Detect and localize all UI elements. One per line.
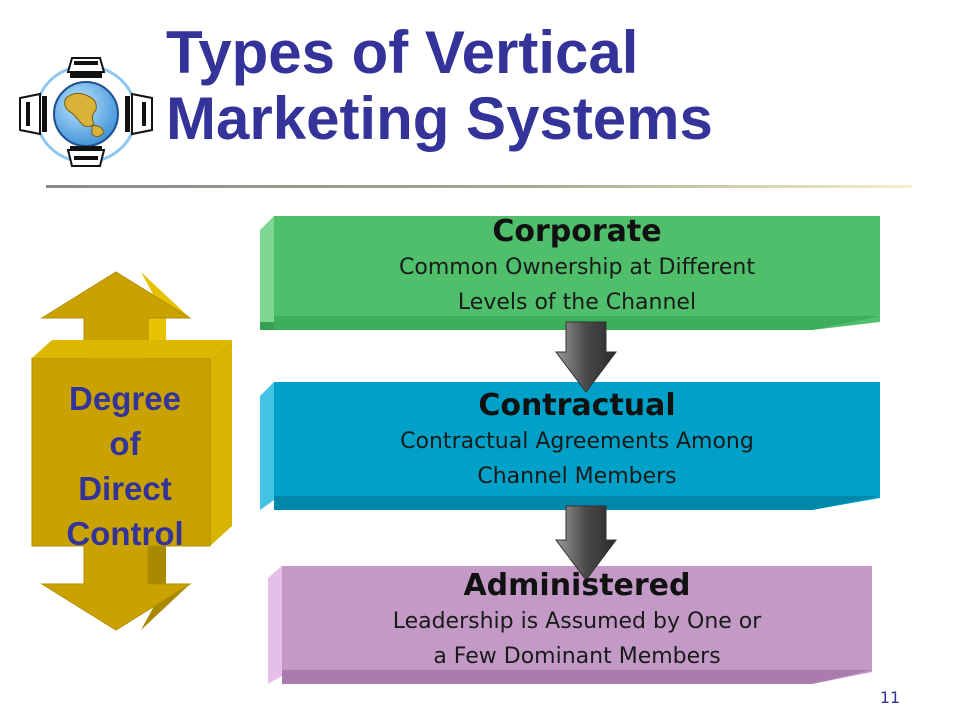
administered-text: Administered Leadership is Assumed by On… — [282, 568, 872, 674]
administered-line-2: a Few Dominant Members — [433, 644, 721, 669]
contractual-box — [260, 382, 880, 510]
direct-control-arrow — [31, 271, 232, 631]
contractual-line-2: Channel Members — [477, 464, 677, 489]
computer-icon — [125, 92, 153, 136]
slide-title: Types of Vertical Marketing Systems — [166, 20, 906, 152]
down-arrow-icon — [555, 321, 617, 393]
corporate-box — [260, 216, 880, 330]
contractual-heading: Contractual — [478, 388, 676, 423]
title-line-2: Marketing Systems — [166, 85, 713, 152]
down-arrow-icon — [555, 505, 617, 581]
corporate-line-1: Common Ownership at Different — [399, 255, 755, 280]
direct-control-line-2: of — [109, 425, 141, 462]
title-line-1: Types of Vertical — [166, 19, 639, 86]
direct-control-label: Degree of Direct Control — [42, 376, 208, 556]
direct-control-line-4: Control — [66, 515, 184, 552]
direct-control-line-1: Degree — [69, 380, 181, 417]
direct-control-line-3: Direct — [78, 470, 172, 507]
corporate-line-2: Levels of the Channel — [457, 290, 697, 315]
corporate-text: Corporate Common Ownership at Different … — [274, 214, 880, 320]
corporate-heading: Corporate — [492, 214, 662, 249]
computer-icon — [19, 92, 47, 136]
title-divider — [46, 185, 912, 188]
administered-heading: Administered — [463, 568, 691, 603]
administered-box — [268, 566, 872, 684]
computer-icon — [66, 146, 106, 167]
contractual-line-1: Contractual Agreements Among — [400, 429, 754, 454]
page-number: 11 — [879, 688, 901, 707]
computer-icon — [66, 57, 106, 78]
globe-with-computers-icon — [19, 57, 153, 167]
administered-line-1: Leadership is Assumed by One or — [392, 609, 762, 634]
contractual-text: Contractual Contractual Agreements Among… — [274, 388, 880, 494]
